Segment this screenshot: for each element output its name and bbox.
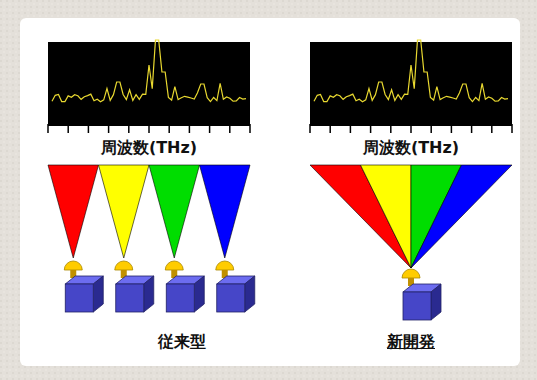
scale-tick — [511, 124, 513, 133]
beam-triangle — [200, 165, 251, 258]
scale-tick — [390, 124, 392, 133]
scale-tick — [88, 124, 90, 133]
sensor-head — [165, 261, 183, 270]
panel — [20, 18, 520, 366]
spectrum-trace — [52, 40, 246, 102]
sensor-device — [165, 261, 204, 312]
cube-side — [93, 276, 103, 312]
caption-label: 新開発 — [387, 332, 435, 351]
beam-sector — [310, 165, 411, 268]
cube-front — [217, 284, 245, 312]
sensor-head — [402, 269, 420, 278]
cube-front — [403, 292, 431, 320]
beam-triangle — [149, 165, 200, 258]
scale-tick — [128, 124, 130, 133]
cube-front — [166, 284, 194, 312]
sensor-device — [115, 261, 154, 312]
scale-tick — [148, 124, 150, 133]
cube-side — [144, 276, 154, 312]
sensor-head — [64, 261, 82, 270]
cube-side — [245, 276, 255, 312]
spectrum-trace — [314, 40, 508, 102]
cube-front — [65, 284, 93, 312]
scale-tick — [410, 124, 412, 133]
cube-side — [194, 276, 204, 312]
scale-tick — [108, 124, 110, 133]
plot-background — [48, 42, 250, 124]
scale-tick — [451, 124, 453, 133]
caption-label: 従来型 — [158, 332, 206, 351]
spectrum-plot — [48, 40, 250, 133]
scale-tick — [168, 124, 170, 133]
beam-sector — [411, 165, 512, 268]
axis-label: 周波数(THz) — [101, 138, 197, 157]
plot-background — [310, 42, 512, 124]
sensor-head — [216, 261, 234, 270]
scale-tick — [350, 124, 352, 133]
scale-tick — [491, 124, 493, 133]
scale-tick — [67, 124, 69, 133]
scale-tick — [209, 124, 211, 133]
scale-tick — [47, 124, 49, 133]
sensor-device — [402, 269, 441, 320]
beam-triangle — [99, 165, 150, 258]
spectrum-plot — [310, 40, 512, 133]
sensor-device — [64, 261, 103, 312]
scale-tick — [249, 124, 251, 133]
cube-front — [116, 284, 144, 312]
scale-tick — [229, 124, 231, 133]
scale-tick — [370, 124, 372, 133]
scale-tick — [329, 124, 331, 133]
beam-sector — [361, 165, 412, 268]
scale-tick — [471, 124, 473, 133]
sensor-device — [216, 261, 255, 312]
sensor-head — [115, 261, 133, 270]
scale-tick — [309, 124, 311, 133]
scale-tick — [189, 124, 191, 133]
beam-triangle — [48, 165, 99, 258]
cube-side — [431, 284, 441, 320]
scale-tick — [430, 124, 432, 133]
axis-label: 周波数(THz) — [363, 138, 459, 157]
